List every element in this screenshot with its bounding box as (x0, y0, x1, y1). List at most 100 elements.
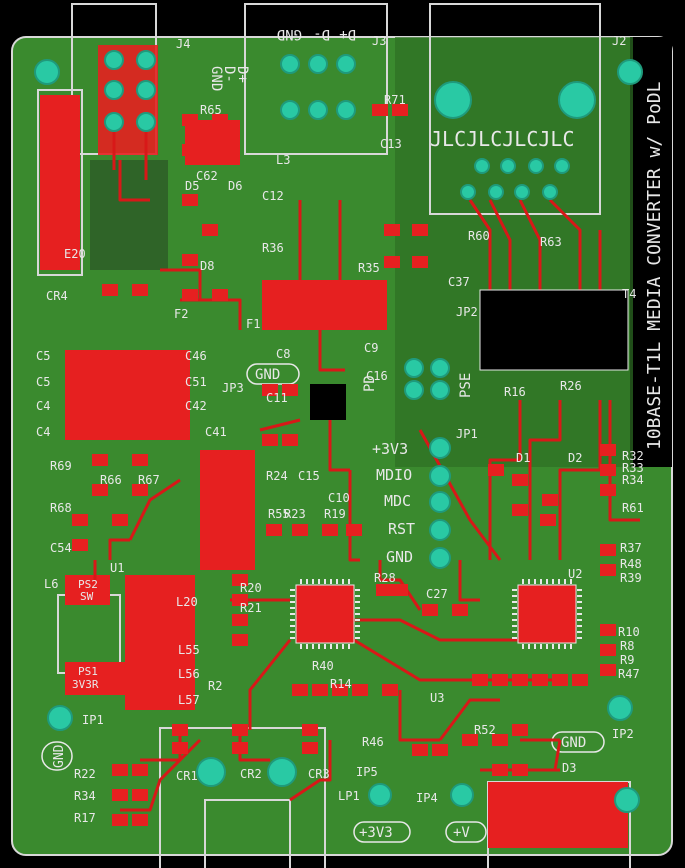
smd-pad (600, 484, 616, 496)
smd-pad (132, 814, 148, 826)
qfn-pin (512, 589, 517, 591)
ref-c15: C15 (298, 469, 320, 483)
smd-pad (332, 684, 348, 696)
qfn-pin (300, 644, 302, 649)
smd-pad (172, 724, 188, 736)
smd-pad (232, 574, 248, 586)
smd-pad (412, 256, 428, 268)
trace (289, 740, 332, 802)
qfn-pin (522, 579, 524, 584)
smd-pad (422, 604, 438, 616)
ref-r14: R14 (330, 677, 352, 691)
ref-r37: R37 (620, 541, 642, 555)
smd-pad (432, 744, 448, 756)
qfn-pin (290, 619, 295, 621)
ref-d3: D3 (562, 761, 576, 775)
qfn-pin (355, 607, 360, 609)
ref-r33: R33 (622, 461, 644, 475)
qfn-pin (577, 607, 582, 609)
qfn-pin (318, 644, 320, 649)
trace (128, 478, 181, 541)
qfn-pin (306, 644, 308, 649)
ref-l20: L20 (176, 595, 198, 609)
ref-c5b: C5 (36, 375, 50, 389)
smd-pad (472, 674, 488, 686)
tp-gnd-mid: GND (255, 367, 280, 383)
qfn-pin (342, 644, 344, 649)
qfn-pin (348, 579, 350, 584)
smd-pad (92, 454, 108, 466)
trace (259, 418, 301, 432)
qfn-pin (355, 601, 360, 603)
ref-c54: C54 (50, 541, 72, 555)
trace (248, 639, 292, 730)
smd-pad (112, 814, 128, 826)
smd-pad (232, 614, 248, 626)
ref-d2: D2 (568, 451, 582, 465)
qfn-pin (355, 613, 360, 615)
ref-r68: R68 (50, 501, 72, 515)
jp1-pin-rst: RST (388, 520, 415, 538)
smd-pad (600, 464, 616, 476)
ref-r36: R36 (262, 241, 284, 255)
smd-pad (182, 194, 198, 206)
qfn-pin (290, 613, 295, 615)
ref-l57: L57 (178, 693, 200, 707)
ref-c11: C11 (266, 391, 288, 405)
ref-ip4: IP4 (416, 791, 438, 805)
ref-r35: R35 (358, 261, 380, 275)
ref-d1: D1 (516, 451, 530, 465)
smd-pad (232, 742, 248, 754)
j3-pin-gnd: GND (277, 26, 302, 42)
qfn-pin (577, 637, 582, 639)
j3-pin-dplus: D+ (339, 26, 356, 42)
qfn-pin (290, 601, 295, 603)
ref-r9: R9 (620, 653, 634, 667)
qfn-pin (342, 579, 344, 584)
ref-l55: L55 (178, 643, 200, 657)
smd-pad (132, 454, 148, 466)
ref-ip2: IP2 (612, 727, 634, 741)
jlc-marker: JLCJLCJLCJLC (430, 127, 575, 151)
trace (120, 738, 202, 812)
ref-r17: R17 (74, 811, 96, 825)
smd-pad (540, 514, 556, 526)
trace (118, 160, 150, 202)
smd-pad (412, 224, 428, 236)
smd-pad (72, 514, 88, 526)
smd-pad (492, 764, 508, 776)
smd-pad (552, 674, 568, 686)
qfn-pin (336, 644, 338, 649)
label-3v3r: 3V3R (72, 678, 99, 691)
qfn-pin (355, 595, 360, 597)
trace (348, 470, 360, 562)
smd-pad (376, 584, 392, 596)
trace (318, 330, 345, 372)
ref-c10: C10 (328, 491, 350, 505)
trace (468, 199, 492, 290)
ref-cr4: CR4 (46, 289, 68, 303)
ref-r40: R40 (312, 659, 334, 673)
smd-pad (182, 254, 198, 266)
qfn-pin (534, 579, 536, 584)
qfn-pin (540, 644, 542, 649)
ref-c51: C51 (185, 375, 207, 389)
smd-pad (600, 644, 616, 656)
qfn-pin (577, 589, 582, 591)
smd-pad (600, 564, 616, 576)
qfn-pin (300, 579, 302, 584)
ics (295, 289, 629, 644)
smd-pad (532, 674, 548, 686)
smd-pad (262, 434, 278, 446)
trace (354, 618, 520, 642)
ref-l3: L3 (276, 153, 290, 167)
smd-pad (392, 104, 408, 116)
trace (180, 298, 242, 330)
qfn-pin (355, 589, 360, 591)
qfn-pin (330, 579, 332, 584)
smd-pad (102, 284, 118, 296)
qfn-pin (306, 579, 308, 584)
qfn-pin (512, 619, 517, 621)
qfn-pin (290, 631, 295, 633)
smd-pad (182, 289, 198, 301)
